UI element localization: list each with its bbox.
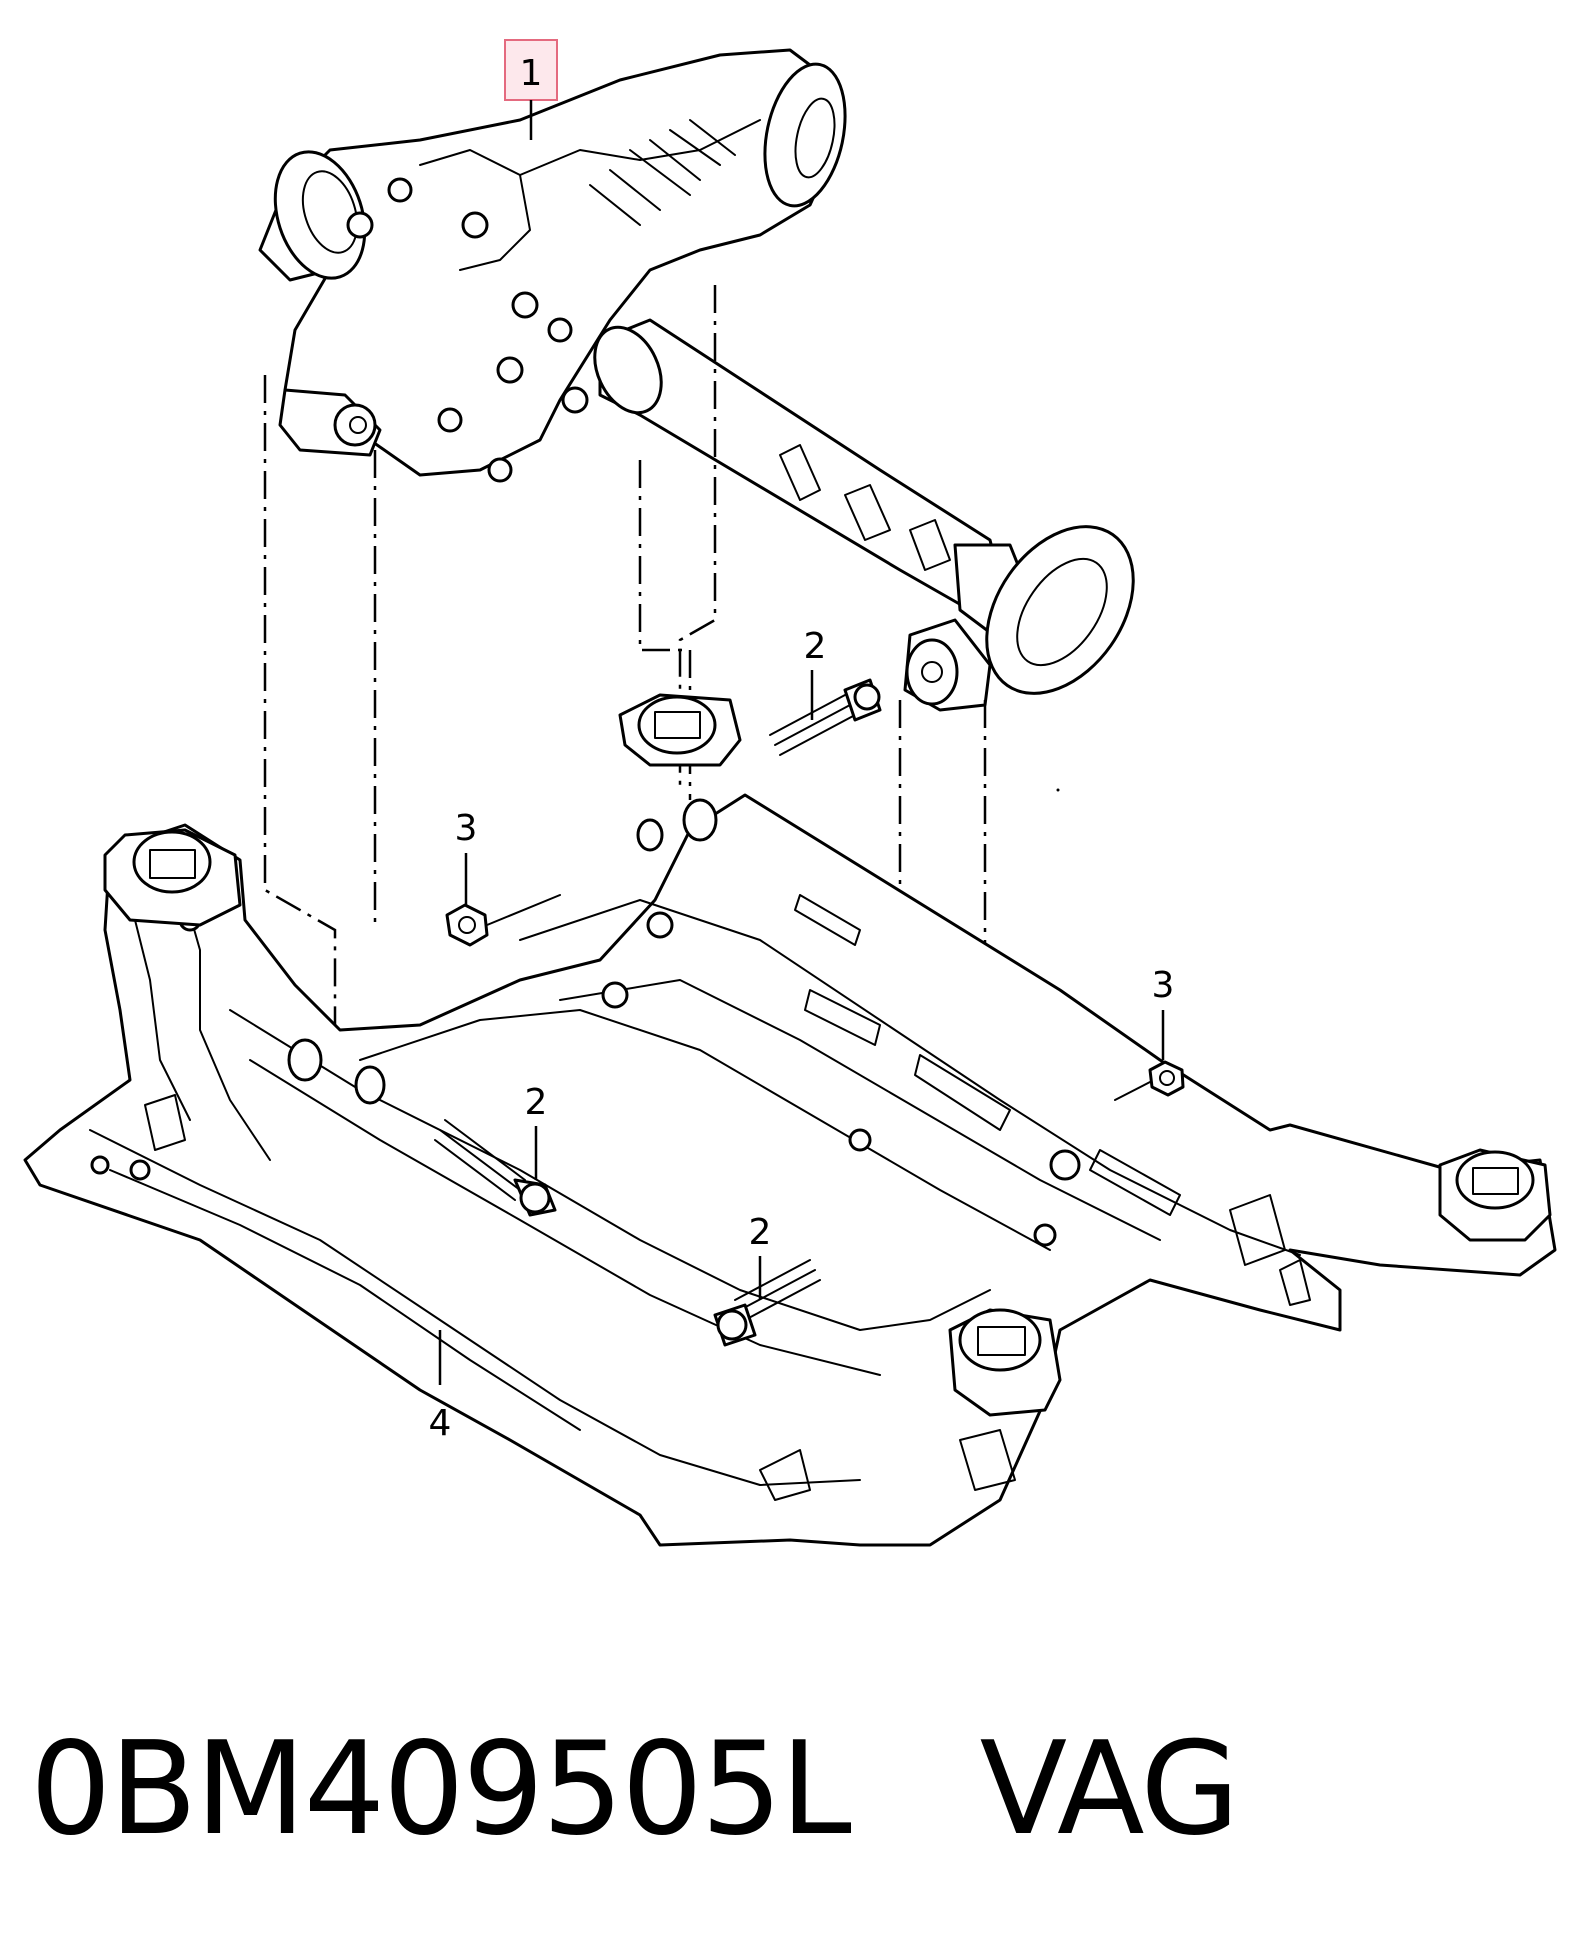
callout-1-label: 1 xyxy=(520,53,543,94)
callout-3a: 3 xyxy=(455,808,478,905)
rear-subframe xyxy=(23,693,1557,1547)
callout-4: 4 xyxy=(429,1330,452,1444)
callout-2c: 2 xyxy=(749,1212,772,1300)
callout-1-highlight xyxy=(504,39,558,101)
housing-bolts xyxy=(346,177,589,483)
bolt-middle xyxy=(434,1119,557,1217)
nut-right xyxy=(1114,1060,1185,1101)
part-number: 0BM409505L xyxy=(30,1715,852,1864)
callout-1: 1 xyxy=(504,39,558,140)
callout-2c-label: 2 xyxy=(749,1212,772,1253)
brand-name: VAG xyxy=(979,1715,1240,1864)
callout-2a: 2 xyxy=(804,626,827,720)
bolt-upper xyxy=(769,678,882,756)
part-caption: 0BM409505L VAG xyxy=(30,1700,1240,1880)
nut-left xyxy=(445,894,561,947)
subframe-bushings xyxy=(103,693,1552,1417)
callout-3b: 3 xyxy=(1152,965,1175,1060)
rear-differential xyxy=(258,48,1135,712)
bolt-lower xyxy=(713,1259,821,1347)
callout-3b-label: 3 xyxy=(1152,965,1175,1006)
callout-3a-label: 3 xyxy=(455,808,478,849)
callout-4-label: 4 xyxy=(429,1403,452,1444)
callout-2b: 2 xyxy=(525,1082,548,1180)
callout-2b-label: 2 xyxy=(525,1082,548,1123)
callout-2a-label: 2 xyxy=(804,626,827,667)
